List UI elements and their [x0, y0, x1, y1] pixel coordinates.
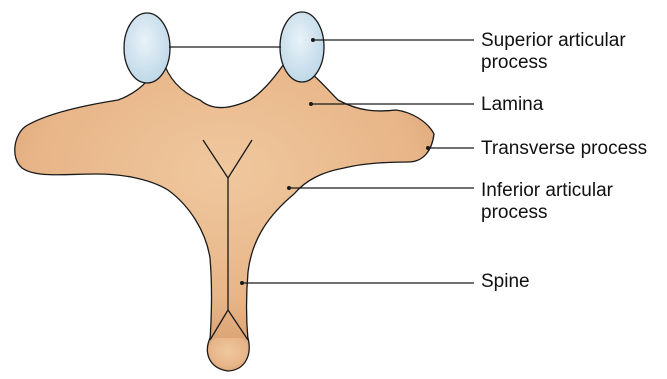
label-spine-text: Spine — [481, 271, 530, 293]
label-superior-line-2: process — [481, 52, 626, 74]
vertebra-body — [15, 58, 434, 340]
label-inferior-line-1: Inferior articular — [481, 180, 613, 202]
label-lamina: Lamina — [481, 94, 543, 116]
leader-spine-dot — [240, 281, 244, 285]
leader-inferior-articular-dot — [287, 186, 291, 190]
label-superior-articular-process: Superior articular process — [481, 30, 626, 74]
leader-transverse-dot — [426, 146, 430, 150]
label-inferior-articular-process: Inferior articular process — [481, 180, 613, 224]
leader-lamina-dot — [309, 102, 313, 106]
spine-tip — [207, 338, 249, 371]
label-superior-line-1: Superior articular — [481, 30, 626, 52]
label-transverse-text: Transverse process — [481, 138, 647, 160]
label-inferior-line-2: process — [481, 202, 613, 224]
leader-superior-articular-dot — [311, 38, 315, 42]
left-superior-articular-facet — [124, 13, 170, 83]
label-transverse-process: Transverse process — [481, 138, 647, 160]
right-superior-articular-facet — [280, 12, 324, 82]
label-lamina-text: Lamina — [481, 94, 543, 116]
label-spine: Spine — [481, 271, 530, 293]
